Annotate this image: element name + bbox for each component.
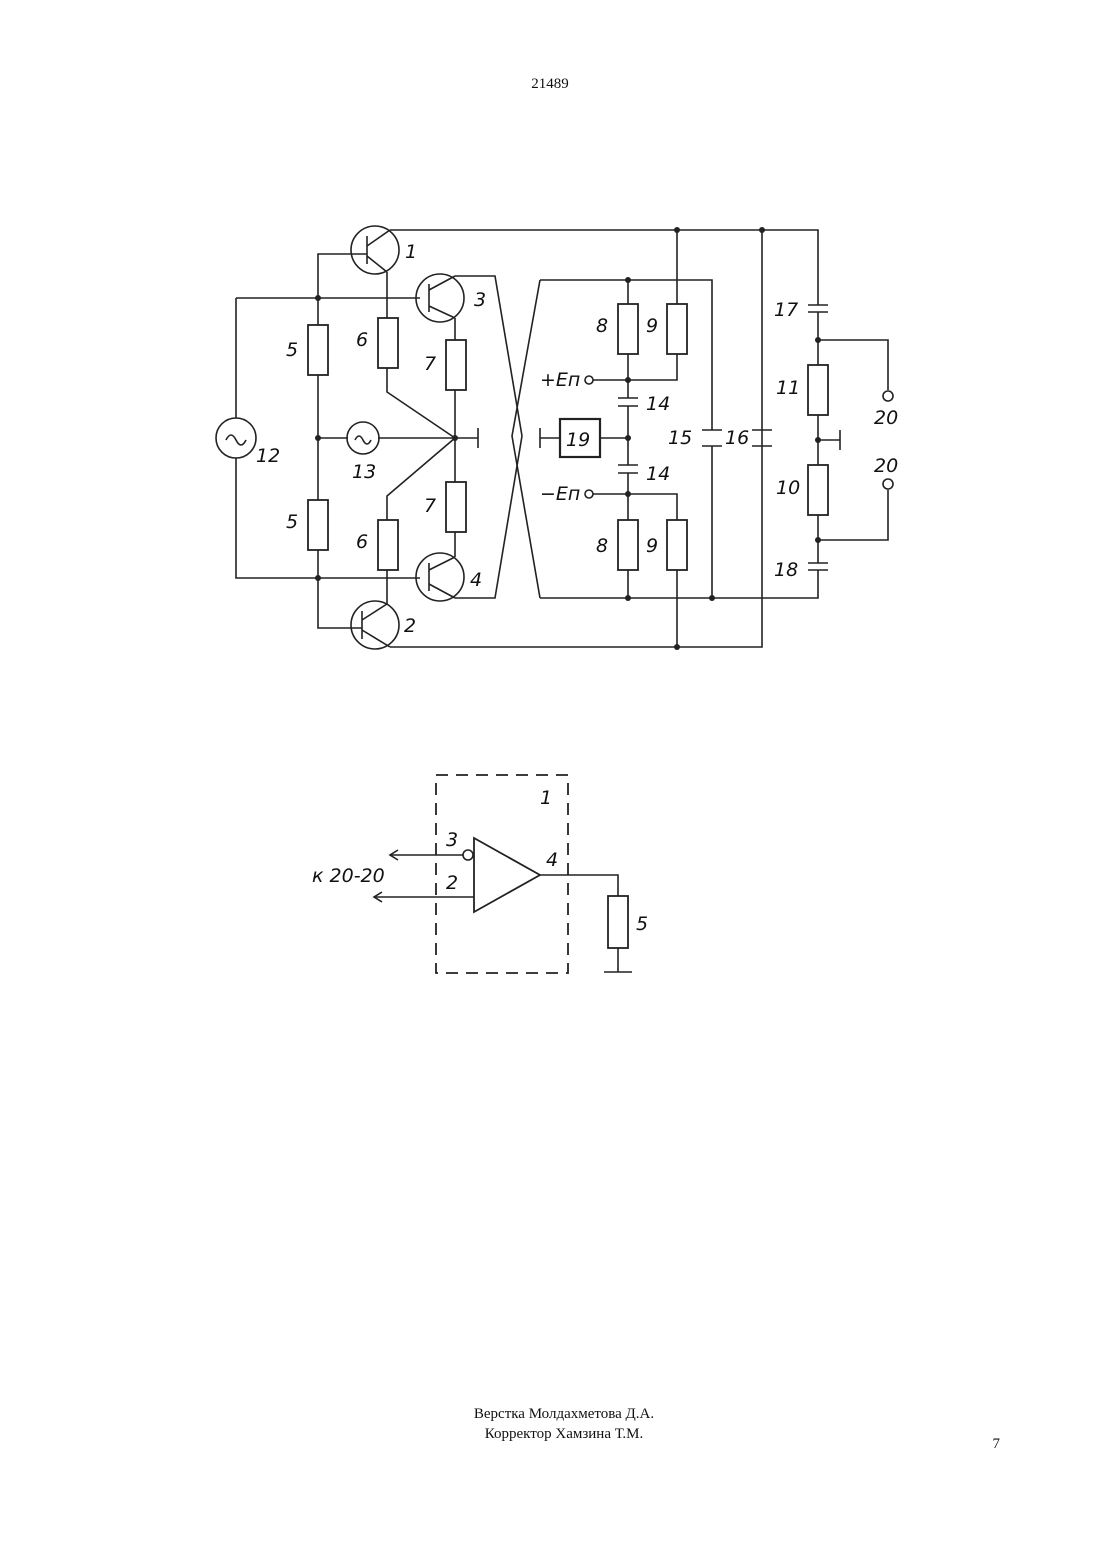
- label-r11: 11: [776, 377, 800, 399]
- label-t1: 1: [405, 241, 417, 263]
- label-r9-bottom: 9: [646, 535, 658, 557]
- transistor-2: [318, 570, 399, 649]
- label-b19: 19: [566, 429, 590, 451]
- label-c14-bottom: 14: [646, 463, 670, 485]
- label-r7-top: 7: [424, 353, 436, 375]
- label-r5-bottom: 5: [286, 511, 298, 533]
- label-r6-top: 6: [356, 329, 368, 351]
- label-r8-top: 8: [596, 315, 608, 337]
- label-t3: 3: [474, 289, 486, 311]
- label-c16: 16: [725, 427, 749, 449]
- layout-credit: Верстка Молдахметова Д.А.: [0, 1404, 1100, 1424]
- label-t20-bottom: 20: [874, 455, 898, 477]
- label-c14-top: 14: [646, 393, 670, 415]
- label-t20-top: 20: [874, 407, 898, 429]
- transistor-1: [318, 226, 399, 318]
- label-g13: 13: [352, 461, 376, 483]
- label-g12: 12: [256, 445, 280, 467]
- label-r8-bottom: 8: [596, 535, 608, 557]
- label-ep-minus: −Eп: [540, 483, 580, 505]
- proofreader-credit: Корректор Хамзина Т.М.: [0, 1424, 1100, 1444]
- label-r6-bottom: 6: [356, 531, 368, 553]
- label-r10: 10: [776, 477, 800, 499]
- transistor-4: [416, 436, 522, 601]
- label-ep-plus: +Eп: [540, 369, 580, 391]
- label-c18: 18: [774, 559, 798, 581]
- label-t4: 4: [470, 569, 482, 591]
- credits: Верстка Молдахметова Д.А. Корректор Хамз…: [0, 1404, 1100, 1444]
- page-number: 7: [993, 1436, 1001, 1453]
- label-t2: 2: [404, 615, 416, 637]
- label-c17: 17: [774, 299, 798, 321]
- label-c15: 15: [668, 427, 692, 449]
- label-r7-bottom: 7: [424, 495, 436, 517]
- label-r5-top: 5: [286, 339, 298, 361]
- label-r9-top: 9: [646, 315, 658, 337]
